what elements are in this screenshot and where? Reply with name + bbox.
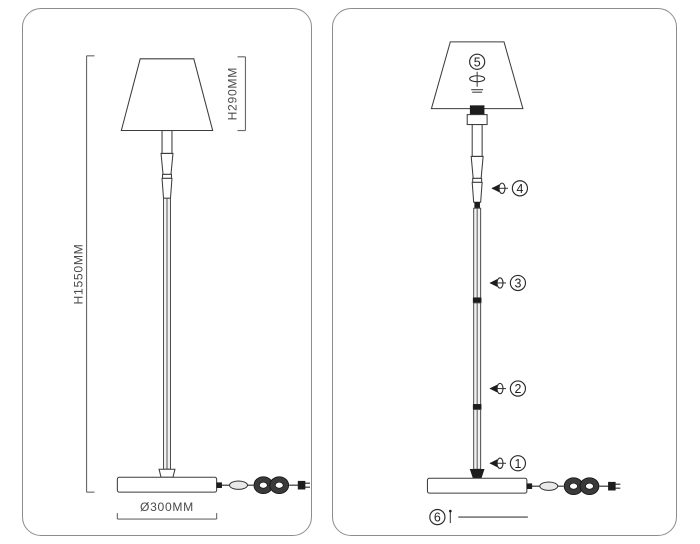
lamp-stem <box>160 130 174 199</box>
screw-arrow-icon <box>489 457 506 470</box>
power-plug <box>608 481 621 491</box>
lamp-rod-lower <box>473 408 482 470</box>
total-height-label: H1550MM <box>72 244 86 305</box>
callout-4-number: 4 <box>516 182 523 196</box>
parts-panel: 5 <box>332 8 677 536</box>
dimension-panel: H1550MM H290MM Ø300MM <box>22 8 312 536</box>
lamp-rod-middle <box>472 302 482 410</box>
shade-height-label: H290MM <box>226 67 240 120</box>
power-cord <box>526 477 621 496</box>
callout-5-number: 5 <box>474 55 481 69</box>
inline-switch <box>229 480 248 490</box>
callout-3-number: 3 <box>514 276 521 290</box>
callout-1[interactable]: 1 <box>489 455 527 472</box>
power-plug <box>297 480 311 490</box>
base-diameter-dimension: Ø300MM <box>116 500 218 520</box>
callout-1-number: 1 <box>514 457 521 471</box>
base-diameter-label: Ø300MM <box>140 500 194 514</box>
screw-arrow-icon <box>489 277 506 289</box>
total-height-dimension: H1550MM <box>72 55 95 493</box>
callout-2-number: 2 <box>514 382 521 396</box>
callout-5[interactable]: 5 <box>469 53 486 93</box>
inline-switch <box>539 481 559 491</box>
lamp-base <box>116 468 218 493</box>
screw-arrow-icon <box>489 382 506 395</box>
lamp-rod-upper <box>472 207 482 304</box>
power-cord <box>216 476 311 495</box>
shade-height-dimension: H290MM <box>226 56 247 132</box>
callout-6[interactable]: 6 <box>429 508 528 526</box>
callout-2[interactable]: 2 <box>489 380 527 397</box>
lamp-rod <box>163 197 171 470</box>
lamp-socket <box>466 105 488 126</box>
callout-4[interactable]: 4 <box>491 180 529 197</box>
lamp-base <box>426 468 528 494</box>
screw-arrow-icon <box>491 182 508 195</box>
cord-coils <box>253 476 290 495</box>
callout-3[interactable]: 3 <box>489 274 527 292</box>
cord-coils <box>563 477 600 496</box>
lamp-stem <box>470 124 484 209</box>
callout-6-number: 6 <box>434 511 441 525</box>
finial-screw-icon <box>469 71 486 93</box>
lamp-shade <box>120 58 214 132</box>
pin-icon <box>449 509 452 524</box>
